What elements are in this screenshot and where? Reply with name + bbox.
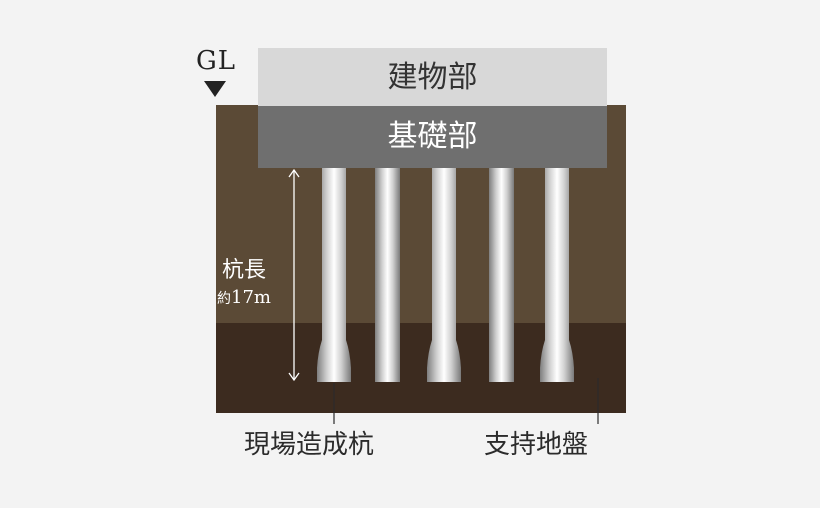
building-label: 建物部	[387, 60, 478, 95]
pile-4	[489, 168, 514, 382]
pile-label: 現場造成杭	[244, 430, 375, 460]
pile-length-value: 約17m	[217, 287, 271, 308]
piles-group	[317, 168, 574, 382]
pile-2	[375, 168, 400, 382]
gl-down-arrow-icon	[204, 81, 226, 97]
pile-5	[540, 168, 574, 382]
pile-1	[317, 168, 351, 382]
gl-label: GL	[196, 46, 237, 76]
foundation-block	[258, 106, 607, 168]
pile-length-number: 17m	[231, 287, 271, 308]
bearing-ground-label: 支持地盤	[484, 430, 589, 460]
pile-length-arrow	[288, 168, 300, 382]
pile-length-prefix: 約	[217, 291, 231, 307]
pile-3	[427, 168, 461, 382]
foundation-label: 基礎部	[387, 119, 478, 154]
building-block	[258, 48, 607, 106]
pile-length-label: 杭長	[222, 258, 267, 283]
